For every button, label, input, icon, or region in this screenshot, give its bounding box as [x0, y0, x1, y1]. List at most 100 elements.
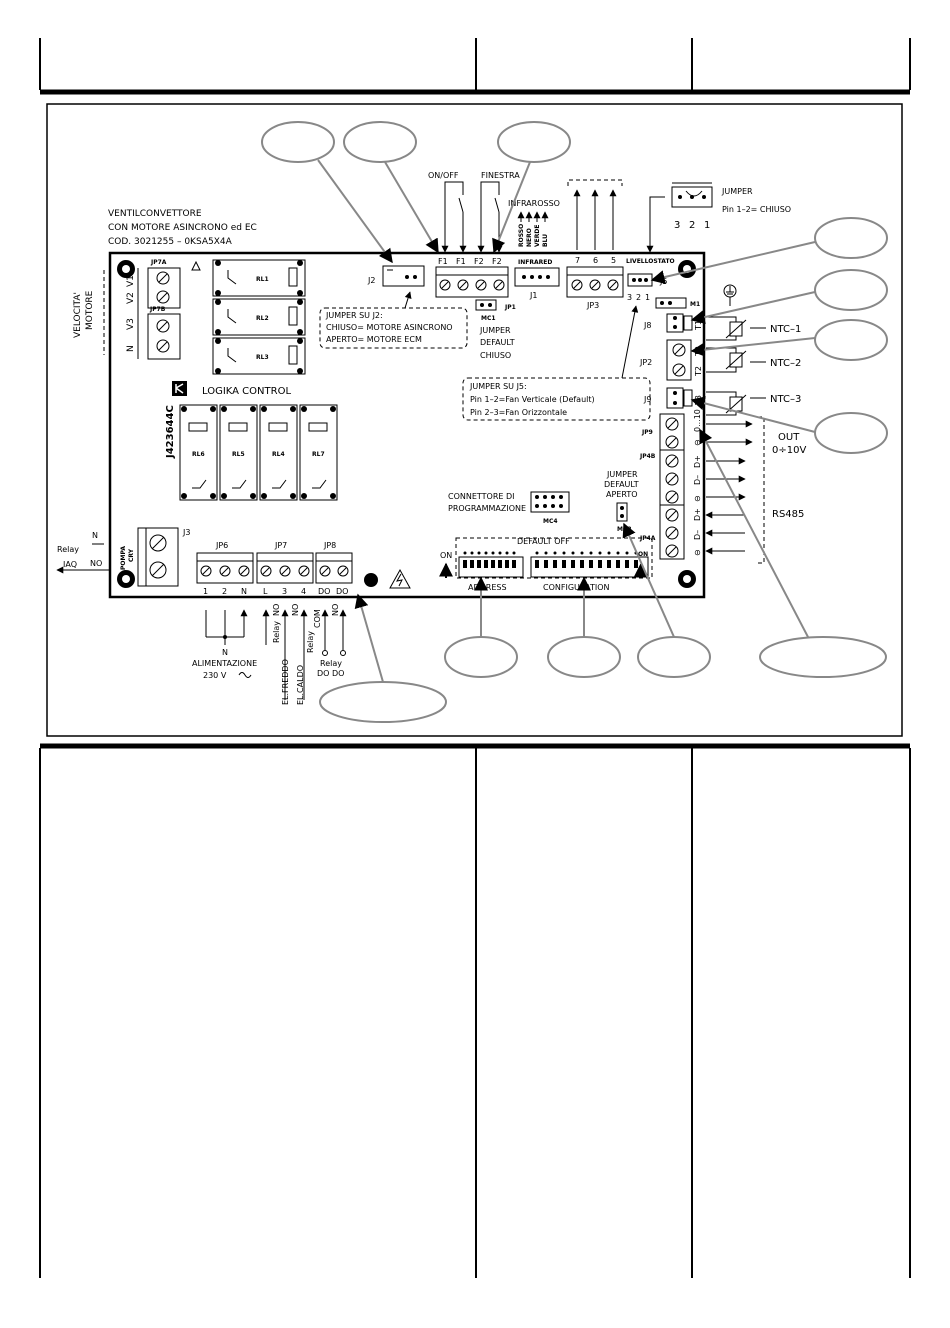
jumper-pin-3: 3 — [674, 220, 680, 231]
jp1-jumper: JP1 MC1 JUMPER DEFAULT CHIUSO — [475, 299, 516, 360]
cry-label: CRY — [128, 548, 135, 562]
pin-t2b: T2 — [694, 366, 703, 377]
ground-connector: M1 — [655, 284, 737, 309]
ntc-2: NTC–2 — [770, 358, 801, 369]
pump-no: NO — [90, 559, 102, 568]
rs485-pin-6: ⊖ — [693, 549, 702, 556]
callout-5 — [814, 269, 888, 311]
callout-leaders — [317, 159, 816, 683]
com-label: COM — [313, 609, 322, 628]
j3-pump-connector: J3 POMPA CRY Relay IAQ N NO — [56, 527, 190, 587]
relay-bank-bottom: RL6 RL5 RL4 RL7 — [179, 404, 338, 501]
callout-6 — [814, 319, 888, 361]
page-frame — [39, 38, 911, 1278]
ir-wire-nero: NERO — [526, 228, 533, 247]
note-j5-line1: Pin 1–2=Fan Verticale (Default) — [470, 395, 595, 404]
out-range: 0÷10V — [772, 445, 806, 456]
jp8-pin-do2: DO — [336, 587, 348, 596]
f-terminal-block: F1 F1 F2 F2 ON/OFF FINESTRA — [428, 171, 520, 298]
relay-rl7: RL7 — [312, 451, 325, 458]
jp3-pin-7: 7 — [575, 256, 580, 265]
jp4b-label: JP4B — [639, 453, 656, 460]
f-pin-2: F1 — [456, 257, 466, 266]
callout-2 — [343, 121, 417, 163]
jp3-pin-5: 5 — [611, 256, 616, 265]
jp6-pin-n: N — [241, 587, 247, 596]
mc2-jumper: JUMPER DEFAULT APERTO MC2 — [604, 470, 639, 533]
el-freddo-label: EL.FREDDO — [281, 659, 290, 705]
infrared-label: INFRARED — [518, 259, 552, 266]
callout-7 — [814, 412, 888, 454]
jp7-pin-l: L — [263, 587, 268, 596]
el-caldo-label: EL.CALDO — [296, 665, 305, 705]
relay-rl5: RL5 — [232, 451, 245, 458]
livellostato-label: LIVELLOSTATO — [626, 258, 675, 265]
configuration-label: CONFIGURATION — [543, 583, 610, 592]
jp1-note-1: JUMPER — [479, 326, 511, 335]
jp7-label: JP7 — [274, 541, 287, 550]
f-pin-1: F1 — [438, 257, 448, 266]
warning-icon — [191, 260, 201, 271]
j1-label: J1 — [529, 291, 537, 300]
jp1-note-3: CHIUSO — [480, 351, 511, 360]
note-j2-title: JUMPER SU J2: — [325, 311, 383, 320]
callout-4 — [814, 217, 888, 259]
ir-wire-blu: BLU — [542, 234, 549, 247]
output-terminals: JP9 JP4B JP4A 0...10 ⊖ D+ D– ⊖ D+ D– ⊖ O… — [639, 409, 806, 564]
dip-on-left: ON — [440, 551, 452, 560]
jp7a-label: JP7A — [150, 259, 167, 266]
pin-n: N — [126, 345, 136, 352]
callout-12 — [319, 681, 447, 723]
pump-relay: Relay — [57, 545, 79, 554]
infrarosso-label: INFRAROSSO — [508, 199, 560, 208]
ntc-1: NTC–1 — [770, 324, 801, 335]
voltage-label: 230 V — [203, 671, 227, 680]
callout-3 — [497, 121, 571, 163]
relay-wiring: Relay NO NO Relay COM NO EL.FREDDO EL.CA… — [262, 604, 347, 705]
jp9-pin-gnd: ⊖ — [693, 439, 702, 446]
j1-infrared: INFRAROSSO INFRARED J1 ROSSO NERO VERDE … — [508, 199, 560, 300]
j5-pin-1: 1 — [645, 293, 650, 302]
motor-speed-label-2: MOTORE — [85, 290, 95, 330]
jp6-pin-2: 2 — [222, 587, 227, 596]
mc2-note-3: APERTO — [606, 490, 638, 499]
j5-pin-3: 3 — [627, 293, 632, 302]
rs485-label: RS485 — [772, 509, 804, 520]
relay-rl3: RL3 — [256, 354, 269, 361]
default-off-label: DEFAULT OFF — [517, 537, 570, 546]
j9-label: J9 — [643, 395, 651, 404]
m1-label: M1 — [690, 301, 700, 308]
j8-label: J8 — [643, 321, 651, 330]
f-pin-3: F2 — [474, 257, 484, 266]
dip-on-right: ON — [638, 551, 648, 558]
pin-v1: V1 — [126, 275, 136, 287]
pin-t1: T1 — [694, 320, 703, 331]
j3-label: J3 — [182, 528, 190, 537]
jumper-text: Pin 1–2= CHIUSO — [722, 205, 791, 214]
rs485-pin-4: D+ — [693, 508, 702, 521]
out-label: OUT — [778, 432, 800, 443]
callout-9 — [547, 636, 621, 678]
jumper-title: JUMPER — [721, 187, 753, 196]
no-label-2: NO — [291, 604, 300, 616]
callout-8 — [444, 636, 518, 678]
jp8-pin-do1: DO — [318, 587, 330, 596]
jp1-label: JP1 — [504, 304, 516, 311]
note-j5-line2: Pin 2–3=Fan Orizzontale — [470, 408, 567, 417]
motor-speed-block: JP7A JP7B V1 V2 V3 N VELOCITA' MOTORE — [73, 259, 181, 360]
j2-label: J2 — [367, 276, 375, 285]
j5-note: JUMPER SU J5: Pin 1–2=Fan Verticale (Def… — [462, 305, 651, 421]
board-title-1: VENTILCONVETTORE — [108, 209, 202, 219]
f-pin-4: F2 — [492, 257, 502, 266]
jp3-pin-6: 6 — [593, 256, 598, 265]
ir-wire-rosso: ROSSO — [518, 224, 525, 247]
jp1-note-2: DEFAULT — [480, 338, 515, 347]
pin-v2: V2 — [126, 292, 136, 304]
note-j2-line1: CHIUSO= MOTORE ASINCRONO — [326, 323, 453, 332]
jp6-label: JP6 — [215, 541, 228, 550]
jumper-pin-2: 2 — [689, 220, 695, 231]
relay-rl2: RL2 — [256, 315, 269, 322]
dip-switches: DEFAULT OFF ON ON ADDRESS CONFIGURATION — [439, 537, 653, 592]
jp2-label: JP2 — [639, 358, 652, 367]
brand-label: LOGIKA CONTROL — [202, 386, 291, 397]
